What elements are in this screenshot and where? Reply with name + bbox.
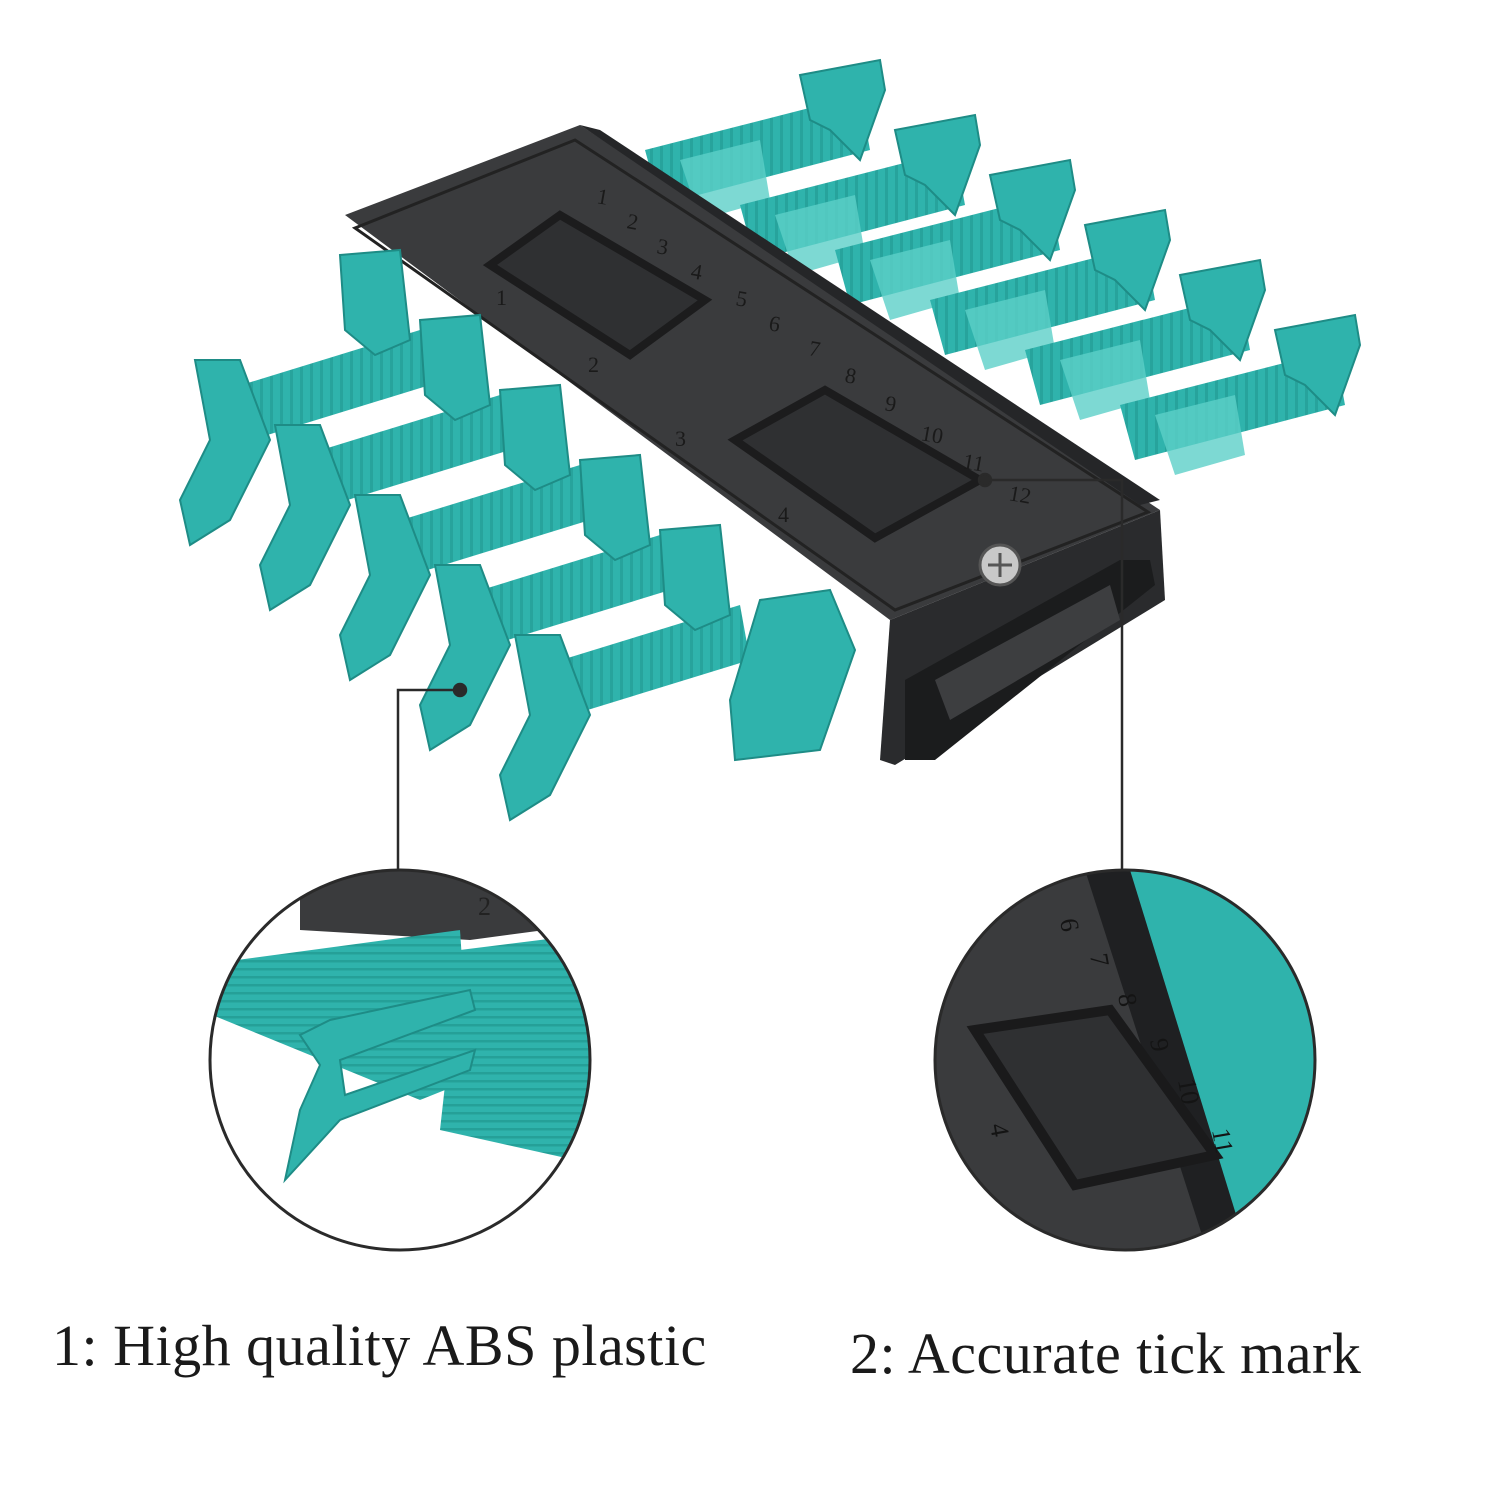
caption-abs-plastic: 1: High quality ABS plastic (52, 1313, 707, 1378)
callout-line-1 (396, 688, 460, 870)
ruler-num-4: 4 (689, 258, 704, 285)
detail-num-8: 8 (1112, 991, 1143, 1009)
front-teal-pins (178, 248, 857, 821)
ruler-num-7: 7 (807, 335, 822, 362)
ruler-num-1: 1 (595, 183, 610, 210)
detail-num-10: 10 (1172, 1076, 1205, 1107)
detail-circle-abs-plastic: 2 (208, 868, 592, 1252)
detail-ruler-number: 2 (478, 892, 491, 921)
ruler-num-10: 10 (919, 420, 945, 448)
callout-dot-1 (452, 682, 468, 698)
ruler-side-num-3: 3 (675, 426, 686, 451)
caption-tick-mark: 2: Accurate tick mark (850, 1321, 1362, 1386)
ruler-side-num-2: 2 (588, 352, 599, 377)
ruler-num-5: 5 (734, 285, 749, 312)
ruler-side-num-1: 1 (496, 285, 507, 310)
ruler-num-6: 6 (767, 310, 782, 337)
callout-line-2 (985, 478, 1124, 870)
detail-num-6: 6 (1054, 916, 1085, 934)
ruler-num-3: 3 (655, 233, 670, 260)
detail-num-9: 9 (1144, 1036, 1175, 1054)
callout-lines (396, 472, 1124, 870)
ruler-scale-numbers: 1 2 3 4 5 6 7 8 9 10 11 12 1 2 3 4 (496, 183, 1033, 527)
ruler-num-8: 8 (843, 362, 858, 389)
detail-num-7: 7 (1084, 951, 1115, 969)
ruler-side-num-4: 4 (778, 502, 789, 527)
ruler-num-9: 9 (883, 390, 898, 417)
detail-num-4: 4 (984, 1121, 1015, 1139)
ruler-num-12: 12 (1007, 480, 1033, 508)
ruler-num-2: 2 (625, 208, 640, 235)
callout-dot-2 (977, 472, 993, 488)
ruler-num-11: 11 (961, 448, 986, 476)
detail-circle-tick-mark: 6 7 8 9 10 11 4 (933, 868, 1317, 1252)
detail-num-11: 11 (1206, 1126, 1239, 1156)
front-clip (728, 588, 857, 762)
